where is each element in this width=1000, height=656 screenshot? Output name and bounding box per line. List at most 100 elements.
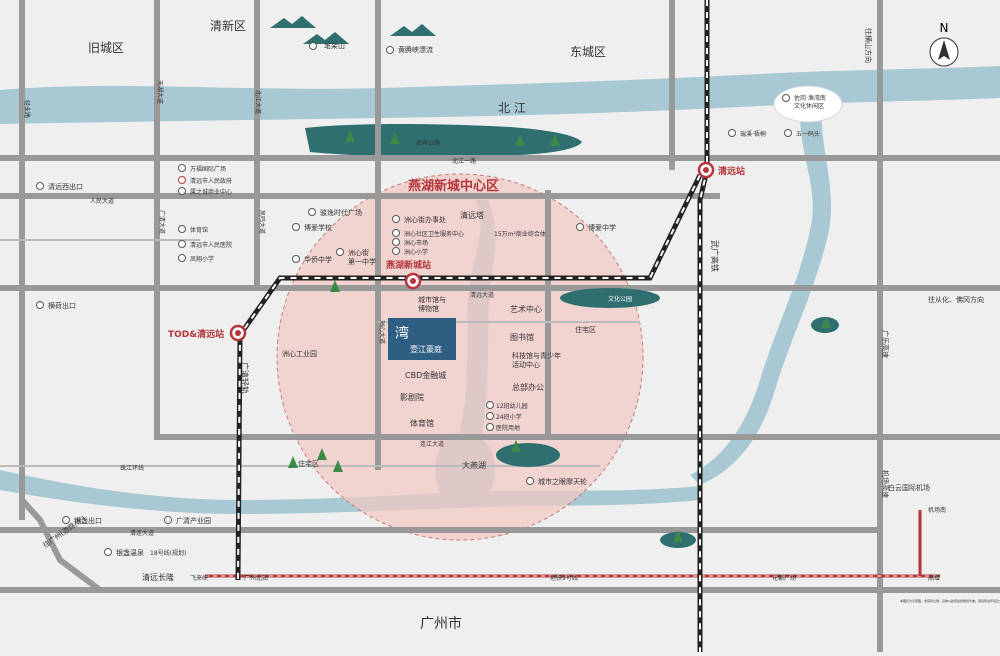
poi-zhouxin-st-dot[interactable] xyxy=(336,248,344,256)
label-roads-nanan: 南岸公路 xyxy=(416,139,440,147)
tree-icon-1 xyxy=(345,130,355,142)
label-districts-jiucheng: 旧城区 xyxy=(88,41,124,55)
tree-icon-5 xyxy=(330,280,340,292)
label-roads-zhoucheng: 洲心大道 xyxy=(378,320,386,344)
mountain-icon-2 xyxy=(303,32,349,44)
project-box[interactable] xyxy=(388,318,456,360)
label-pois-huangteng: 黄腾峡漂流 xyxy=(398,45,433,54)
label-pois-zhouxin_office: 洲心街办事处 xyxy=(404,215,446,224)
tree-icon-4 xyxy=(550,134,560,146)
north-river xyxy=(0,66,1000,124)
label-pois-residential_e: 住宅区 xyxy=(575,325,596,334)
decor-layer xyxy=(270,16,839,548)
tree-icon-8 xyxy=(511,440,521,452)
label-pois-huaqiao: 华侨中学 xyxy=(304,255,332,264)
tree-icon-6 xyxy=(317,448,327,460)
label-roads-to_fogang: 往从化、佛冈方向 xyxy=(928,295,984,304)
tree-icon-2 xyxy=(390,132,400,144)
label-roads-guangqing_ave: 广清大道 xyxy=(158,210,166,234)
poi-yinzhan-spa-dot[interactable] xyxy=(104,548,112,556)
poi-hengshe-exit-dot[interactable] xyxy=(36,301,44,309)
label-pois-feilaixia: 飞来峡 xyxy=(190,574,208,582)
label-pois-huadu: 花都广场 xyxy=(772,574,796,582)
tod-station-icon[interactable] xyxy=(229,324,247,342)
yanhu-station-icon[interactable] xyxy=(404,272,422,290)
poi-ruixi-dot[interactable] xyxy=(728,129,736,137)
tree-icon-9 xyxy=(821,316,831,328)
label-pois-complex: 15万m²商业综合体 xyxy=(494,230,546,238)
label-pois-gaozeng: 高增 xyxy=(928,574,940,582)
label-pois-guangzhou_north: 广州北站 xyxy=(244,574,268,582)
poi-park12-dot[interactable] xyxy=(486,401,494,409)
poi-bohe-dot[interactable] xyxy=(292,223,300,231)
poi-qingxi-exit-dot[interactable] xyxy=(36,182,44,190)
poi-market-dot[interactable] xyxy=(392,238,400,246)
label-pois-hospital_plan: 医院用地 xyxy=(496,424,520,432)
label-pois-bohe_school: 博爱学校 xyxy=(304,223,332,232)
label-roads-qinglian: 清连大道 xyxy=(130,529,154,537)
poi-huangteng-dot[interactable] xyxy=(386,46,394,54)
poi-culture-zone-dot[interactable] xyxy=(782,94,790,102)
label-pois-jiayuan: 骏逸时代广场 xyxy=(320,208,362,217)
river-island xyxy=(305,124,582,157)
poi-city-center-dot[interactable] xyxy=(178,187,186,195)
green-patch-4 xyxy=(560,288,660,308)
label-pois-library: 图书馆 xyxy=(510,332,534,342)
label-pois-gym: 体育馆 xyxy=(410,418,434,428)
poi-fenghuang-dot[interactable] xyxy=(178,254,186,262)
label-pois-cbd: CBD金融城 xyxy=(405,370,446,380)
label-pois-yinzhan: 银盏出口 xyxy=(74,516,102,525)
poi-wuyi-dot[interactable] xyxy=(784,129,792,137)
poi-ferris-dot[interactable] xyxy=(526,477,534,485)
poi-stadium-dot[interactable] xyxy=(178,225,186,233)
label-pois-big_lake: 大燕湖 xyxy=(462,460,486,470)
label-pois-ferris: 城市之眼摩天轮 xyxy=(538,477,587,486)
poi-health-dot[interactable] xyxy=(392,229,400,237)
poi-yinzhan-dot[interactable] xyxy=(62,516,70,524)
wuguang-railway-dash xyxy=(699,0,708,652)
label-pois-zhouxin_st: 洲心街第一中学 xyxy=(348,248,376,266)
label-roads-renmin: 人民大道 xyxy=(90,197,114,205)
label-pois-fenghuang: 凤翔小学 xyxy=(190,255,214,263)
label-roads-bianjiang: 北江大道 xyxy=(254,90,262,114)
poi-primary-dot[interactable] xyxy=(392,247,400,255)
label-pois-school24: 24班小学 xyxy=(496,413,522,421)
poi-jiayuan-dot[interactable] xyxy=(308,208,316,216)
label-roads-pearl_ring: 珠江环线 xyxy=(120,464,144,472)
poi-gov-dot[interactable] xyxy=(178,176,186,184)
poi-zhouxin-office-dot[interactable] xyxy=(392,215,400,223)
tree-icon-11 xyxy=(288,456,298,468)
label-pois-stadium: 体育馆 xyxy=(190,226,208,234)
label-railways-guangqing: 广清轻轨 xyxy=(240,362,250,394)
label-pois-changlong: 清远长隆 xyxy=(142,572,174,582)
label-districts-qingxin: 清新区 xyxy=(210,18,246,33)
poi-huaqiao-dot[interactable] xyxy=(292,255,300,263)
label-pois-metro9: 地铁9号线 xyxy=(550,574,578,582)
road-diag-sw xyxy=(19,497,102,593)
label-pois-hengshe_exit: 横荷出口 xyxy=(48,301,76,310)
label-roads-to_hengshan: 往横山方向 xyxy=(864,28,873,63)
poi-wanda-dot[interactable] xyxy=(178,164,186,172)
label-pois-qingxi_exit: 清远西出口 xyxy=(48,182,83,191)
poi-hospital-plan-dot[interactable] xyxy=(486,423,494,431)
label-roads-fengming: 凤鸣大道 xyxy=(258,210,266,234)
label-pois-industrial: 洲心工业园 xyxy=(282,349,317,358)
poi-hospital-dot[interactable] xyxy=(178,240,186,248)
label-pois-airport: 白云国际机场 xyxy=(888,483,930,492)
label-roads-beijiang1: 北江一路 xyxy=(452,157,476,165)
poi-qingyuan-industry-dot[interactable] xyxy=(164,516,172,524)
poi-school24-dot[interactable] xyxy=(486,412,494,420)
culture-island xyxy=(773,85,843,123)
label-pois-market: 洲心市场 xyxy=(404,239,428,247)
poi-bohai-dot[interactable] xyxy=(576,223,584,231)
poi-bijia-dot[interactable] xyxy=(309,42,317,50)
tree-icon-10 xyxy=(673,530,683,542)
label-pois-qingyuan_industry: 广清产业园 xyxy=(176,516,211,525)
label-pois-museum: 城市馆与博物馆 xyxy=(418,295,446,313)
label-pois-culture_park: 文化公园 xyxy=(608,295,632,303)
label-pois-wuyi: 五一码头 xyxy=(796,130,820,138)
qingyuan-station-icon[interactable] xyxy=(697,161,715,179)
